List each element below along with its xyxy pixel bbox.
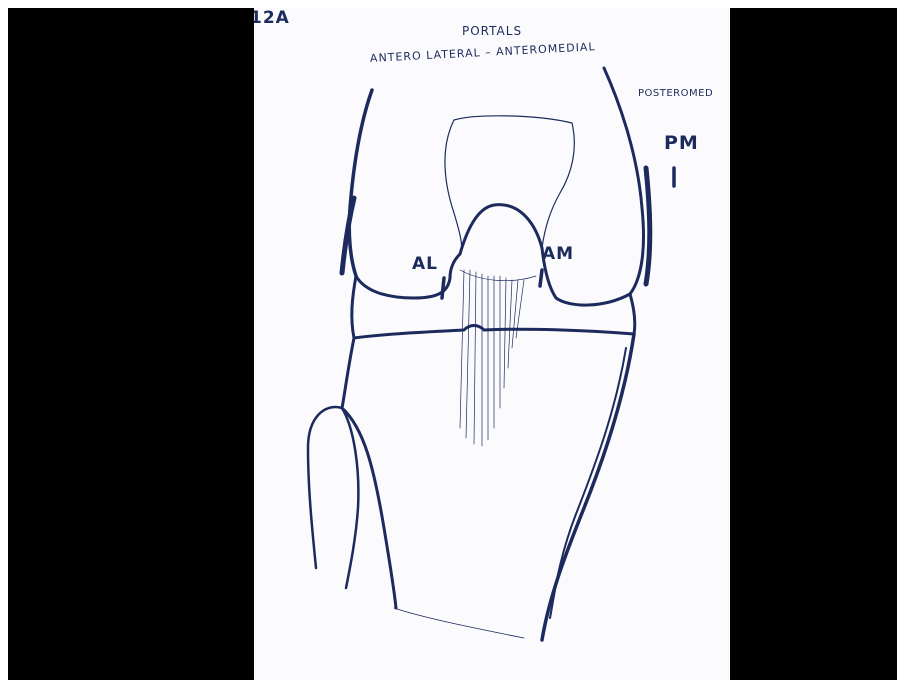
label-anteromedial: AM xyxy=(542,244,574,264)
acl-hatching xyxy=(460,270,536,446)
femur-right-border xyxy=(604,68,644,294)
joint-left xyxy=(352,276,356,338)
femur-left-border xyxy=(349,90,372,276)
label-posteromedial: PM xyxy=(664,132,699,154)
posteromedial-note: POSTEROMED xyxy=(638,88,713,99)
knee-drawing xyxy=(254,8,730,680)
joint-right xyxy=(630,294,635,334)
al-portal-mark xyxy=(442,278,444,298)
tibia-right-inner xyxy=(550,348,626,618)
diagram-title: PORTALS xyxy=(462,24,522,38)
sketch-paper: 12A PORTALS ANTERO LATERAL – ANTEROMEDIA… xyxy=(254,8,730,680)
intercondylar-notch xyxy=(460,205,542,254)
label-anterolateral: AL xyxy=(412,254,438,274)
figure-label: 12A xyxy=(254,8,290,28)
lower-sketch xyxy=(394,608,524,638)
fibula xyxy=(308,407,358,588)
right-skin-mark xyxy=(646,168,650,284)
am-portal-mark xyxy=(540,270,542,286)
patella-outline xyxy=(445,116,574,254)
